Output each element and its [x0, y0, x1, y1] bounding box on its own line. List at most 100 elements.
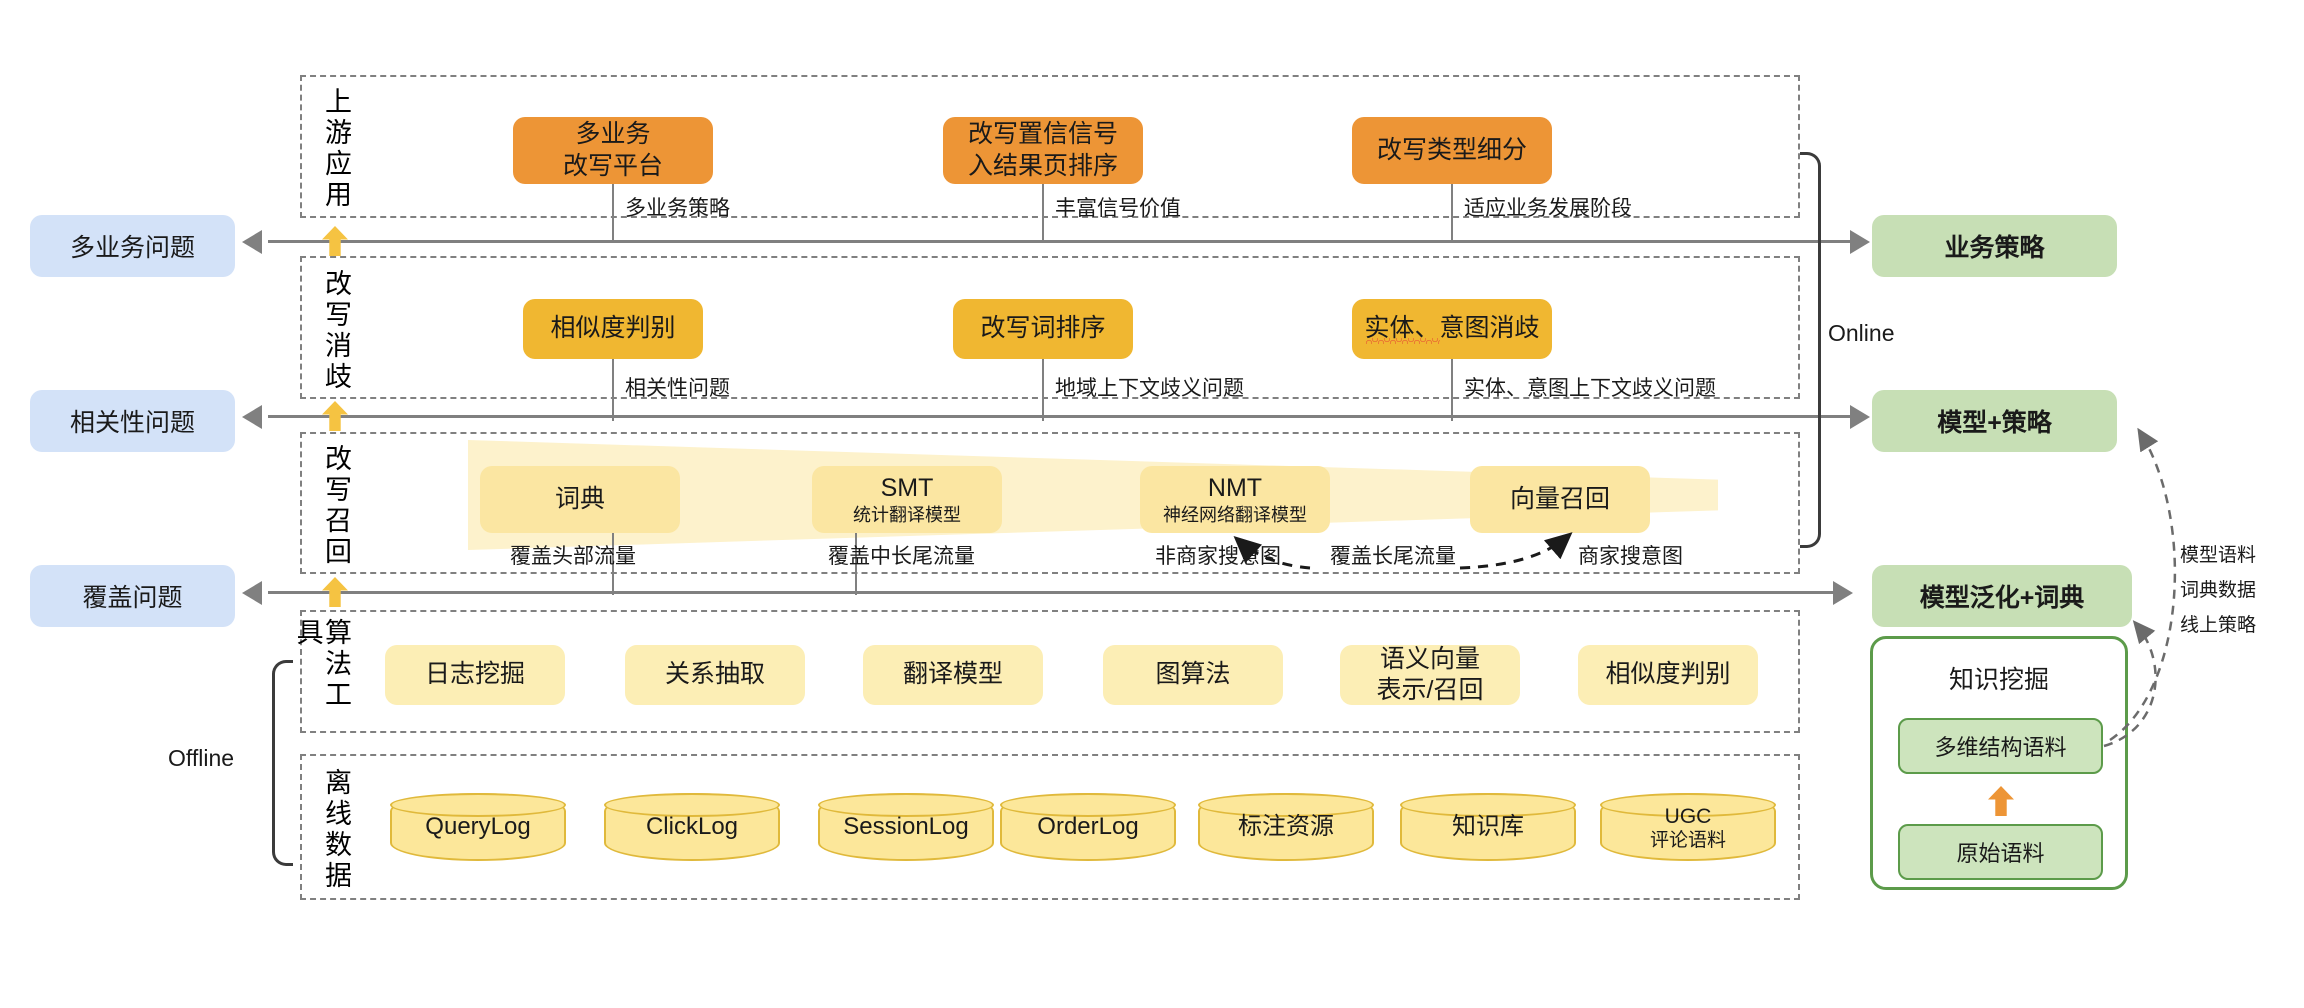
- connector-line: [1042, 359, 1044, 421]
- arrowhead-left-row-b: [242, 405, 262, 429]
- caption-recall-2: 覆盖长尾流量: [1330, 545, 1456, 568]
- node-upstream-2[interactable]: 改写类型细分: [1352, 117, 1552, 184]
- connector-line: [1042, 184, 1044, 240]
- node-recall-1[interactable]: SMT 统计翻译模型: [812, 466, 1002, 533]
- spellcheck-squiggle: [1366, 338, 1440, 344]
- caption-upstream-1: 丰富信号价值: [1055, 197, 1181, 220]
- node-sublabel: 统计翻译模型: [853, 504, 961, 525]
- side-note-online-strategy: 线上策略: [2180, 615, 2257, 636]
- cylinder-clicklog[interactable]: ClickLog: [604, 793, 780, 861]
- node-label: 关系抽取: [664, 660, 765, 689]
- flow-line-row-a: [268, 240, 1813, 243]
- flow-line-row-c: [268, 591, 1833, 594]
- node-algo-5[interactable]: 相似度判别: [1578, 645, 1758, 705]
- band-offline-data-label: 离线数据: [321, 767, 351, 892]
- node-algo-3[interactable]: 图算法: [1103, 645, 1283, 705]
- node-algo-2[interactable]: 翻译模型: [863, 645, 1043, 705]
- output-pill-model-strategy[interactable]: 模型+策略: [1872, 390, 2117, 452]
- caption-disambiguation-2: 实体、意图上下文歧义问题: [1464, 377, 1716, 400]
- node-label: 语义向量: [1379, 644, 1480, 673]
- knowledge-box-structured-corpus[interactable]: 多维结构语料: [1898, 718, 2103, 774]
- problem-pill-relevance[interactable]: 相关性问题: [30, 390, 235, 452]
- node-label: 改写置信信号: [967, 120, 1118, 149]
- node-algo-4[interactable]: 语义向量 表示/召回: [1340, 645, 1520, 705]
- flow-line-row-b: [268, 415, 1813, 418]
- caption-upstream-2: 适应业务发展阶段: [1464, 197, 1632, 220]
- node-disambiguation-2[interactable]: 实体、意图消歧: [1352, 299, 1552, 359]
- arrowhead-right-row-c: [1833, 581, 1853, 605]
- node-label: SessionLog: [843, 813, 969, 841]
- band-disambiguation-label: 改写消歧: [321, 269, 351, 393]
- node-label: 词典: [554, 484, 605, 513]
- node-recall-2[interactable]: NMT 神经网络翻译模型: [1140, 466, 1330, 533]
- problem-pill-coverage[interactable]: 覆盖问题: [30, 565, 235, 627]
- cylinder-sessionlog[interactable]: SessionLog: [818, 793, 994, 861]
- node-label: 相似度判别: [550, 314, 676, 343]
- band-algo-tools: [300, 610, 1800, 733]
- caption-recall-1: 覆盖中长尾流量: [828, 545, 975, 568]
- node-disambiguation-0[interactable]: 相似度判别: [523, 299, 703, 359]
- output-pill-model-generalization-lexicon[interactable]: 模型泛化+词典: [1872, 565, 2132, 627]
- connector-line: [1451, 359, 1453, 421]
- side-note-model-corpus: 模型语料: [2180, 545, 2257, 566]
- connector-line: [1451, 184, 1453, 240]
- arrowhead-left-row-c: [242, 581, 262, 605]
- arrowhead-right-row-b: [1850, 405, 1870, 429]
- node-label: 标注资源: [1238, 813, 1334, 841]
- knowledge-box-raw-corpus[interactable]: 原始语料: [1898, 824, 2103, 880]
- band-recall-label: 改写召回: [321, 444, 351, 568]
- brace-online-label: Online: [1828, 320, 1895, 346]
- cylinder-ugc-reviews[interactable]: UGC 评论语料: [1600, 793, 1776, 861]
- knowledge-mining-title: 知识挖掘: [1948, 666, 2049, 694]
- arrowhead-right-row-a: [1850, 230, 1870, 254]
- node-label: 向量召回: [1509, 484, 1610, 513]
- node-sublabel: 表示/召回: [1376, 676, 1484, 704]
- brace-offline-label: Offline: [168, 745, 235, 771]
- node-disambiguation-1[interactable]: 改写词排序: [953, 299, 1133, 359]
- cylinder-orderlog[interactable]: OrderLog: [1000, 793, 1176, 861]
- node-label: 知识库: [1452, 813, 1524, 841]
- node-sublabel: 评论语料: [1649, 829, 1726, 851]
- node-label: ClickLog: [645, 813, 739, 841]
- node-label: 多业务: [575, 120, 651, 149]
- node-label: SMT: [880, 473, 934, 502]
- node-algo-1[interactable]: 关系抽取: [625, 645, 805, 705]
- connector-line: [612, 184, 614, 240]
- output-pill-business-strategy[interactable]: 业务策略: [1872, 215, 2117, 277]
- band-upstream-label: 上游应用: [321, 87, 351, 211]
- caption-disambiguation-1: 地域上下文歧义问题: [1055, 377, 1244, 400]
- band-upstream: [300, 75, 1800, 218]
- brace-offline: [272, 660, 293, 866]
- band-algo-tools-label: 算法工具: [292, 618, 351, 711]
- caption-recall-0: 覆盖头部流量: [510, 545, 636, 568]
- band-offline-data: [300, 754, 1800, 900]
- node-label: 相似度判别: [1605, 660, 1731, 689]
- node-algo-0[interactable]: 日志挖掘: [385, 645, 565, 705]
- node-recall-3[interactable]: 向量召回: [1470, 466, 1650, 533]
- caption-upstream-0: 多业务策略: [625, 197, 730, 220]
- node-label: 实体、意图消歧: [1364, 314, 1540, 343]
- node-upstream-1[interactable]: 改写置信信号 入结果页排序: [943, 117, 1143, 184]
- connector-line: [612, 533, 614, 595]
- flow-line-row-a-right: [1800, 240, 1850, 243]
- curved-label-non-merchant-intent: 非商家搜意图: [1155, 545, 1281, 568]
- cylinder-querylog[interactable]: QueryLog: [390, 793, 566, 861]
- cylinder-annotation-resource[interactable]: 标注资源: [1198, 793, 1374, 861]
- flow-line-row-b-right: [1800, 415, 1850, 418]
- node-recall-0[interactable]: 词典: [480, 466, 680, 533]
- node-label: UGC: [1664, 805, 1712, 829]
- curved-label-merchant-intent: 商家搜意图: [1578, 545, 1683, 568]
- connector-line: [612, 359, 614, 421]
- problem-pill-multibusiness[interactable]: 多业务问题: [30, 215, 235, 277]
- node-upstream-0[interactable]: 多业务 改写平台: [513, 117, 713, 184]
- arrowhead-left-row-a: [242, 230, 262, 254]
- node-sublabel: 神经网络翻译模型: [1163, 504, 1307, 525]
- cylinder-knowledge-base[interactable]: 知识库: [1400, 793, 1576, 861]
- node-label: 改写类型细分: [1376, 135, 1527, 164]
- node-label: 改写词排序: [980, 314, 1106, 343]
- node-label: QueryLog: [425, 813, 531, 841]
- side-note-lexicon-data: 词典数据: [2180, 580, 2257, 601]
- node-label: 入结果页排序: [967, 151, 1118, 180]
- caption-disambiguation-0: 相关性问题: [625, 377, 730, 400]
- node-label: 日志挖掘: [424, 660, 525, 689]
